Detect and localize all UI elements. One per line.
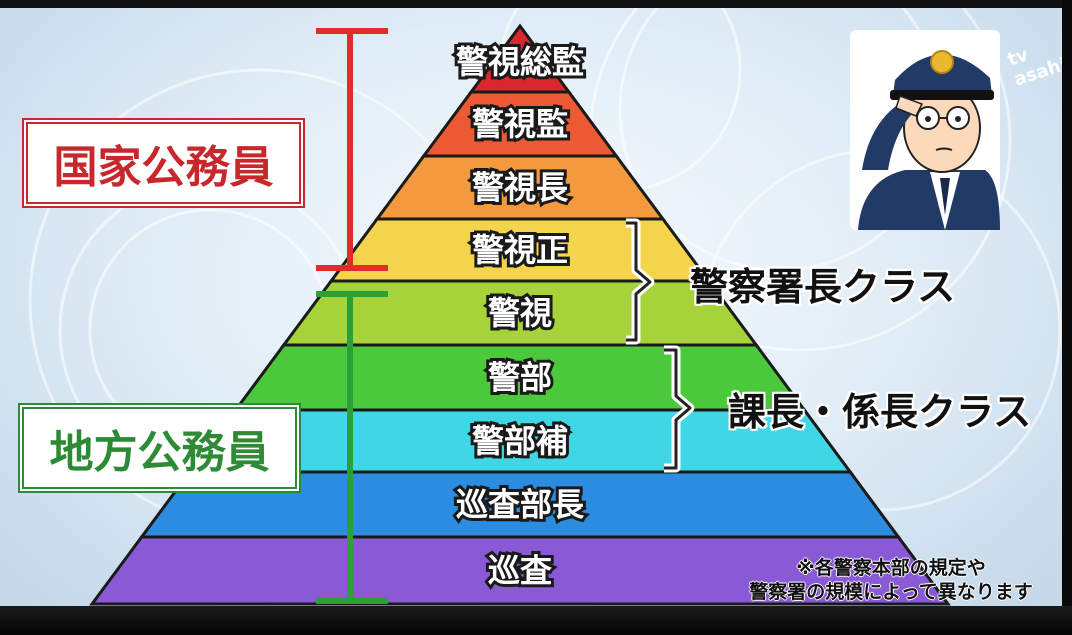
pyramid-level-label-4: 警視正 [472, 231, 568, 269]
police-officer-saluting-icon [850, 30, 1000, 230]
pyramid-level-label-3: 警視長 [472, 169, 569, 207]
pyramid-level-label-8: 巡査部長 [456, 486, 585, 524]
tv-bezel-top [0, 0, 1072, 8]
pyramid-level-label-6: 警部 [488, 359, 552, 397]
pyramid-level-label-1: 警視総監 [456, 43, 584, 81]
local-range-bracket [316, 291, 388, 604]
tv-bezel-right [1062, 0, 1072, 635]
footnote-line-2: 警察署の規模によって異なります [749, 581, 1033, 603]
national-range-bracket [316, 28, 388, 271]
station-chief-brace-inner [626, 221, 652, 342]
pyramid-level-label-5: 警視 [488, 294, 552, 332]
pyramid-level-label-9: 巡査 [488, 552, 552, 590]
local-civil-servant-label: 地方公務員 [18, 403, 301, 493]
pyramid-level-label-7: 警部補 [472, 422, 568, 460]
tv-bezel-bottom [0, 606, 1072, 635]
pyramid-level-9 [89, 535, 951, 606]
national-civil-servant-label: 国家公務員 [22, 118, 305, 208]
section-chief-brace-inner [664, 348, 692, 470]
station-chief-class-label: 警察署長クラス [690, 265, 956, 309]
pyramid-level-label-2: 警視監 [472, 105, 568, 143]
footnote-line-1: ※各警察本部の規定や [796, 557, 986, 579]
section-chief-class-label: 課長・係長クラス [728, 390, 1032, 434]
footnote: ※各警察本部の規定や 警察署の規模によって異なります [726, 556, 1056, 604]
